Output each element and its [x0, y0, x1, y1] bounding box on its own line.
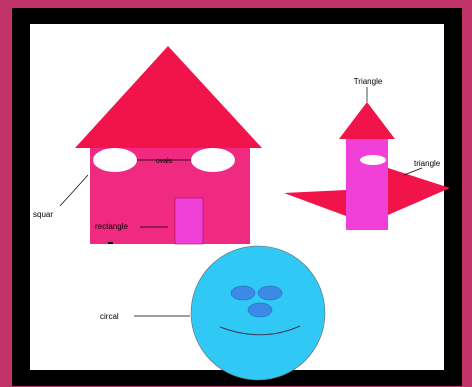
house-door: [175, 198, 203, 244]
rocket-body: [346, 139, 388, 230]
house-window-right: [191, 148, 235, 172]
face-eye-right: [258, 286, 282, 300]
label-triangle-side: triangle: [414, 159, 441, 168]
label-rectangle: rectangle: [95, 222, 128, 231]
wall-mark: [108, 242, 113, 244]
house-window-left: [93, 148, 137, 172]
label-squar: squar: [33, 210, 53, 219]
face-nose: [248, 303, 272, 317]
rocket-window: [360, 155, 386, 165]
label-ovals: ovals: [156, 158, 173, 165]
face-eye-left: [231, 286, 255, 300]
label-triangle-top: Triangle: [354, 77, 383, 86]
label-circal: circal: [100, 312, 119, 321]
